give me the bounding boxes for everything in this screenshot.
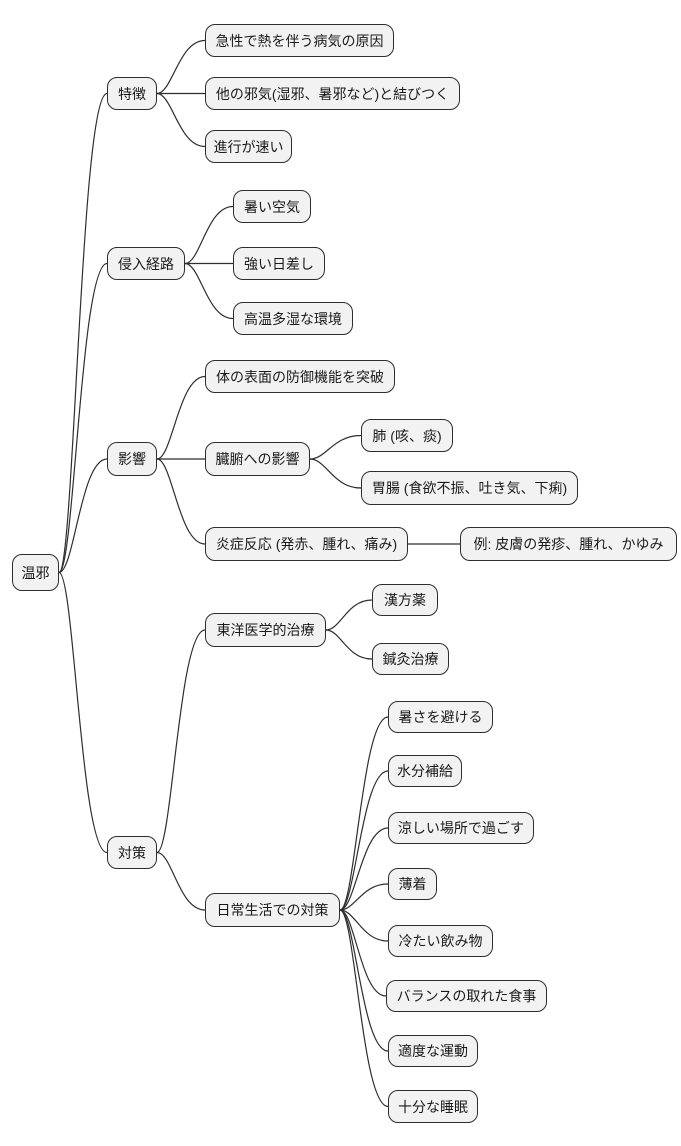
mindmap-node: 他の邪気(湿邪、暑邪など)と結びつく: [205, 77, 460, 110]
mindmap-node: 漢方薬: [372, 584, 438, 616]
edge-path: [339, 909, 389, 1052]
mindmap-node: 日常生活での対策: [205, 893, 340, 927]
edge-path: [58, 92, 108, 574]
mindmap-node: 東洋医学的治療: [205, 613, 326, 647]
mindmap-node: 例: 皮膚の発疹、腫れ、かゆみ: [460, 527, 677, 561]
mindmap-node: 高温多湿な環境: [233, 302, 353, 335]
mindmap-node: 涼しい場所で過ごす: [388, 812, 534, 844]
mindmap-node: 十分な睡眠: [388, 1090, 478, 1123]
edge-path: [339, 716, 389, 911]
edge-path: [339, 770, 389, 911]
mindmap-node: 薄着: [388, 868, 437, 900]
mindmap-node: 特徴: [107, 77, 157, 110]
edge-path: [339, 909, 389, 1108]
mindmap-node: バランスの取れた食事: [386, 980, 547, 1012]
mindmap-node: 鍼灸治療: [372, 643, 449, 675]
mindmap-node: 急性で熱を伴う病気の原因: [205, 24, 394, 57]
edge-path: [339, 883, 389, 911]
mindmap-node: 水分補給: [388, 755, 462, 787]
edge-path: [325, 599, 373, 631]
edge-path: [156, 629, 206, 854]
mindmap-node: 暑い空気: [233, 190, 311, 223]
mindmap-node: 影響: [107, 442, 157, 476]
edge-path: [58, 262, 108, 574]
mindmap-node: 強い日差し: [233, 247, 325, 280]
edge-path: [156, 92, 206, 148]
edge-path: [184, 262, 234, 320]
edge-path: [339, 827, 389, 911]
edge-path: [156, 39, 206, 95]
mindmap-node: 進行が速い: [205, 130, 292, 163]
edge-path: [156, 851, 206, 911]
mindmap-node: 侵入経路: [107, 247, 185, 280]
mindmap-node: 暑さを避ける: [388, 701, 493, 733]
mindmap-node: 冷たい飲み物: [388, 925, 493, 957]
edge-path: [339, 909, 389, 942]
edge-path: [309, 434, 362, 460]
mindmap-node: 炎症反応 (発赤、腫れ、痛み): [205, 527, 408, 561]
edge-path: [156, 375, 206, 460]
mindmap-node: 体の表面の防御機能を突破: [205, 360, 395, 393]
mindmap-node: 臓腑への影響: [205, 442, 310, 476]
mindmap-node: 適度な運動: [388, 1035, 478, 1067]
mindmap-root-node: 温邪: [12, 554, 59, 591]
edge-path: [339, 909, 387, 997]
mindmap-node: 対策: [107, 836, 157, 869]
edge-path: [156, 458, 206, 545]
edge-path: [325, 629, 373, 660]
mindmap-node: 胃腸 (食欲不振、吐き気、下痢): [361, 471, 578, 505]
edge-path: [184, 205, 234, 265]
mindmap-node: 肺 (咳、痰): [361, 419, 453, 452]
edge-path: [58, 458, 108, 574]
edge-path: [58, 571, 108, 854]
edge-path: [309, 458, 362, 489]
